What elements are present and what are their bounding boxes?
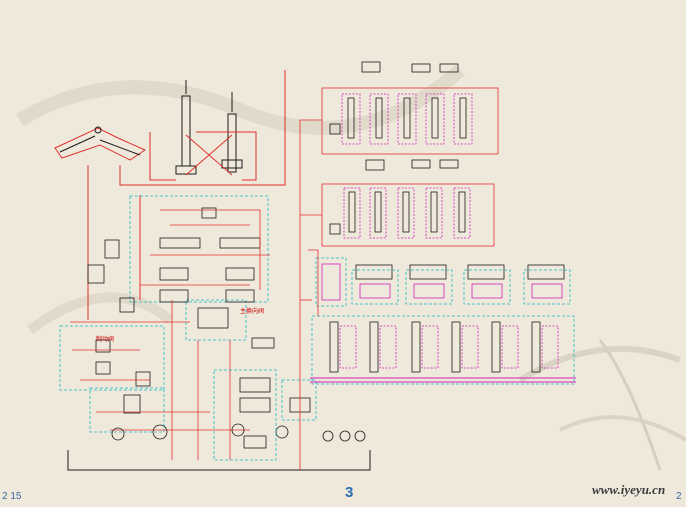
left-valve-label: 制动阀 xyxy=(96,336,115,343)
central-control-block xyxy=(129,195,269,341)
bottom-valve-columns-frame xyxy=(311,315,575,385)
top-valve-row-1-components xyxy=(341,93,473,145)
middle-bottom-stack xyxy=(239,337,311,449)
central-pipes xyxy=(140,209,270,460)
top-valve-row-1-cylinders xyxy=(329,61,467,139)
mid-valve-unit-magenta xyxy=(321,263,563,301)
ink-wash-background xyxy=(16,64,686,471)
left-pumps xyxy=(111,423,366,442)
boom-arm-assembly xyxy=(54,126,147,161)
left-dashed-box xyxy=(59,325,165,433)
top-valve-row-1 xyxy=(299,87,499,470)
page-number: 3 xyxy=(345,484,354,501)
bottom-valve-magenta xyxy=(339,325,559,369)
cylinder-lines xyxy=(87,70,286,320)
watermark: www.iyeyu.cn xyxy=(592,482,666,497)
corner-label: 2 15 xyxy=(2,491,22,502)
tank-line xyxy=(67,450,371,471)
main-valve-label: 主换向阀 xyxy=(240,308,265,315)
top-valve-row-2 xyxy=(300,183,495,247)
right-feed-lines xyxy=(300,249,319,316)
bottom-manifold xyxy=(310,377,576,383)
top-valve-row-2-components xyxy=(343,187,471,239)
top-valve-row-2-cylinders xyxy=(329,159,466,235)
left-pipes xyxy=(70,321,250,431)
middle-bottom-dashed xyxy=(213,369,317,461)
bottom-valve-columns xyxy=(329,321,541,373)
main-cylinders xyxy=(175,80,243,175)
mid-valve-unit-dashes xyxy=(315,257,571,307)
corner-right-label: 2 xyxy=(676,491,682,502)
mid-valve-units xyxy=(355,264,565,280)
central-valves xyxy=(159,207,261,329)
left-valve-cluster xyxy=(87,239,151,414)
